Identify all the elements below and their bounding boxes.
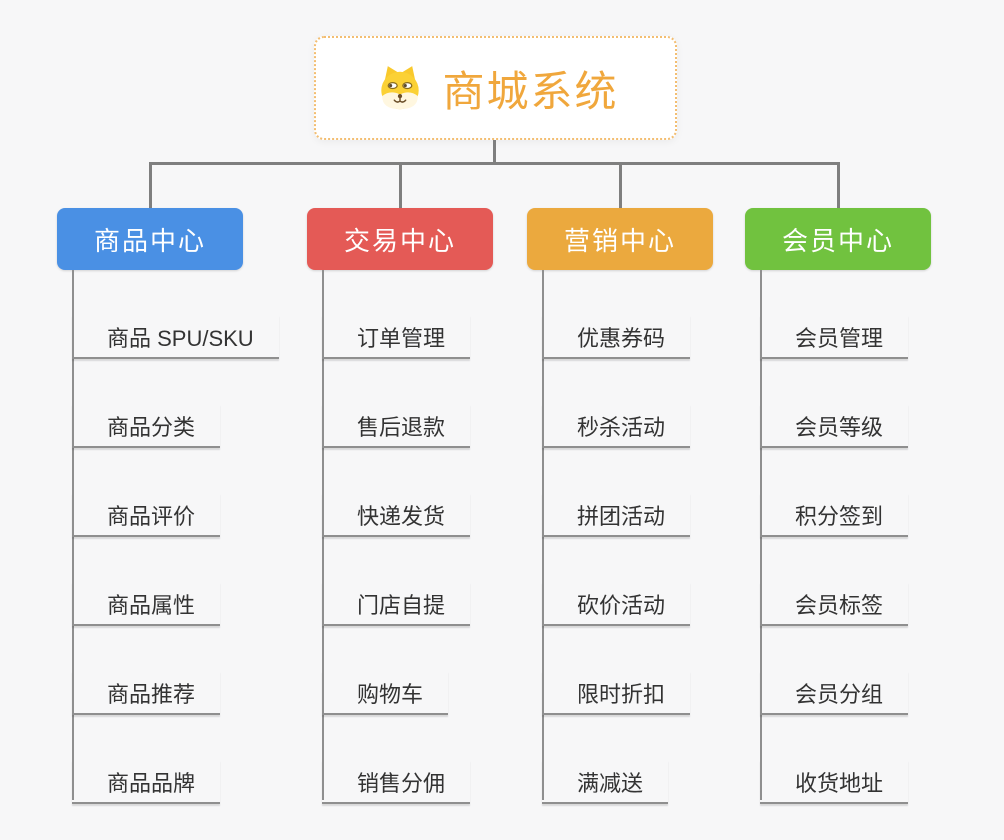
subtopic-3-4[interactable]: 会员分组 [760,671,909,715]
subtopic-0-1[interactable]: 商品分类 [72,404,221,448]
branch-topic-3[interactable]: 会员中心 [745,208,931,270]
subtopic-3-2[interactable]: 积分签到 [760,493,909,537]
subtopic-3-5[interactable]: 收货地址 [760,760,909,804]
subtopic-0-2[interactable]: 商品评价 [72,493,221,537]
dog-face-icon [381,66,420,110]
subtopic-1-2[interactable]: 快递发货 [322,493,471,537]
subtopic-0-3[interactable]: 商品属性 [72,582,221,626]
subtopic-0-0[interactable]: 商品 SPU/SKU [72,315,279,359]
subtopic-2-1[interactable]: 秒杀活动 [542,404,691,448]
root-topic[interactable]: 商城系统 [314,36,677,140]
branch-topic-2[interactable]: 营销中心 [527,208,713,270]
connector-bus [149,162,840,165]
subtopic-0-4[interactable]: 商品推荐 [72,671,221,715]
subtopic-1-4[interactable]: 购物车 [322,671,449,715]
subtopic-1-1[interactable]: 售后退款 [322,404,471,448]
subtopic-2-4[interactable]: 限时折扣 [542,671,691,715]
connector-branch-drop-1 [399,163,402,208]
subtopic-3-3[interactable]: 会员标签 [760,582,909,626]
connector-branch-drop-0 [149,163,152,208]
branch-topic-1[interactable]: 交易中心 [307,208,493,270]
connector-branch-drop-3 [837,163,840,208]
connector-branch-drop-2 [619,163,622,208]
subtopic-2-0[interactable]: 优惠券码 [542,315,691,359]
subtopic-1-5[interactable]: 销售分佣 [322,760,471,804]
subtopic-0-5[interactable]: 商品品牌 [72,760,221,804]
subtopic-1-0[interactable]: 订单管理 [322,315,471,359]
subtopic-3-1[interactable]: 会员等级 [760,404,909,448]
root-topic-label: 商城系统 [442,67,619,115]
branch-topic-0[interactable]: 商品中心 [57,208,243,270]
connector-root-drop [493,140,496,165]
subtopic-3-0[interactable]: 会员管理 [760,315,909,359]
subtopic-2-2[interactable]: 拼团活动 [542,493,691,537]
subtopic-1-3[interactable]: 门店自提 [322,582,471,626]
subtopic-2-5[interactable]: 满减送 [542,760,669,804]
subtopic-2-3[interactable]: 砍价活动 [542,582,691,626]
